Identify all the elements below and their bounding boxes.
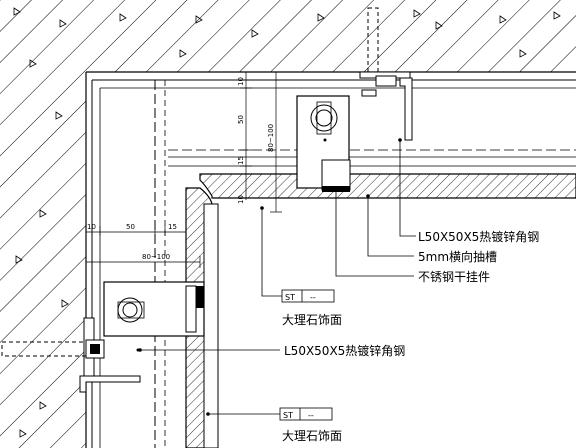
- label-slot: 5mm横向抽槽: [418, 249, 497, 264]
- dim-h-15: 15: [168, 223, 177, 231]
- dim-h-50: 50: [126, 223, 135, 231]
- aggregate-marks: [13, 7, 561, 438]
- material-tag-2: ST --: [279, 407, 333, 421]
- hanger-top: [296, 95, 351, 192]
- label-angle-steel-top: L50X50X5热镀锌角钢: [418, 230, 539, 244]
- dim-vertical-labels: 10 50 15 10 80~100: [237, 77, 275, 204]
- tag-2-value: --: [308, 411, 314, 420]
- label-marble-2: 大理石饰面: [282, 429, 342, 443]
- leader-lines: [140, 140, 416, 415]
- dim-v-50: 50: [237, 115, 245, 124]
- label-hanger: 不锈钢干挂件: [418, 270, 490, 284]
- tag-1-value: --: [310, 293, 316, 302]
- dim-v-10: 10: [237, 77, 245, 86]
- material-tag-1: ST --: [281, 289, 335, 303]
- dim-v-80-100: 80~100: [267, 124, 275, 152]
- frame-lines: [91, 79, 576, 448]
- dim-v-10b: 10: [237, 195, 245, 204]
- angle-steel-top: [359, 7, 413, 141]
- dim-h-80-100: 80~100: [142, 253, 170, 261]
- hanger-left: [103, 281, 205, 337]
- tag-1-code: ST: [285, 293, 295, 302]
- dim-horizontal-labels: 10 50 15 80~100: [87, 223, 177, 261]
- tag-2-code: ST: [283, 411, 293, 420]
- dim-horizontal: [85, 226, 201, 268]
- leader-dots: [138, 138, 402, 416]
- marble-slab-top: [199, 173, 576, 199]
- angle-steel-left: [1, 317, 141, 393]
- callout-labels: L50X50X5热镀锌角钢 5mm横向抽槽 不锈钢干挂件 大理石饰面 L50X5…: [282, 230, 539, 443]
- dim-h-10: 10: [87, 223, 96, 231]
- dim-v-15: 15: [237, 156, 245, 165]
- dim-vertical: [240, 71, 282, 213]
- label-angle-steel-left: L50X50X5热镀锌角钢: [284, 344, 405, 358]
- label-marble-1: 大理石饰面: [282, 313, 342, 327]
